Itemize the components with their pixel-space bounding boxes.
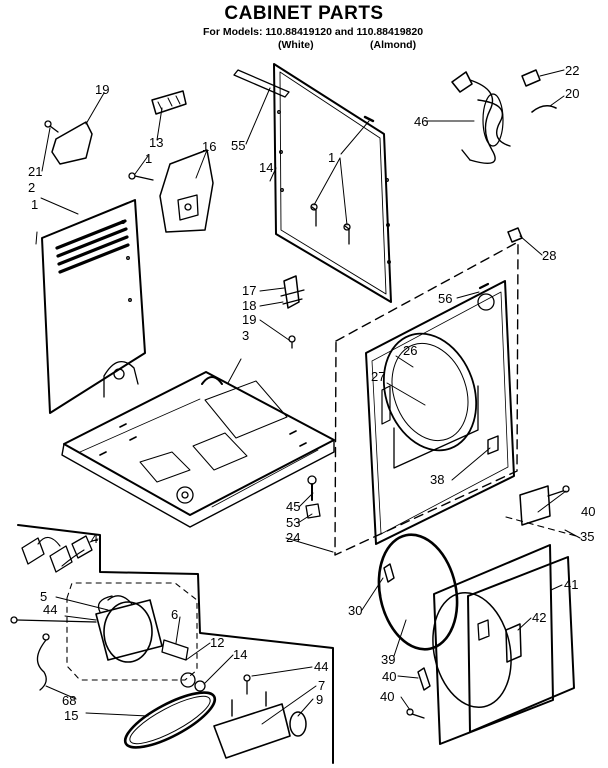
callout-label: 1 <box>31 197 38 212</box>
callout-label: 7 <box>318 678 325 693</box>
callout-label: 46 <box>414 114 428 129</box>
callout-label: 6 <box>171 607 178 622</box>
callout-label: 40 <box>382 669 396 684</box>
model-variant-almond: (Almond) <box>370 39 417 51</box>
callout-label: 20 <box>565 86 579 101</box>
callout-label: 16 <box>202 139 216 154</box>
callout-label: 18 <box>242 298 256 313</box>
callout-label: 44 <box>43 602 57 617</box>
callout-label: 26 <box>403 343 417 358</box>
callout-label: 35 <box>580 529 594 544</box>
callout-label: 17 <box>242 283 256 298</box>
door-assembly-part <box>377 485 581 745</box>
model-numbers: For Models: 110.88419120 and 110.8841982… <box>203 26 424 38</box>
callout-label: 44 <box>314 659 328 674</box>
callout-label: 15 <box>64 708 78 723</box>
callout-label: 40 <box>380 689 394 704</box>
callout-label: 27 <box>371 369 385 384</box>
callout-label: 13 <box>149 135 163 150</box>
callout-label: 40 <box>581 504 595 519</box>
callout-label: 42 <box>532 610 546 625</box>
bracket-parts <box>44 90 214 233</box>
callout-label: 21 <box>28 164 42 179</box>
callout-label: 53 <box>286 515 300 530</box>
callout-label: 24 <box>286 530 300 545</box>
callout-label: 1 <box>328 150 335 165</box>
leader-lines <box>35 69 581 725</box>
power-cord-part <box>451 69 557 164</box>
callout-label: 19 <box>95 82 109 97</box>
callout-label: 68 <box>62 693 76 708</box>
callout-labels: 19 13 1 16 21 2 1 55 14 1 46 22 20 28 56… <box>28 63 595 723</box>
callout-label: 22 <box>565 63 579 78</box>
callout-label: 38 <box>430 472 444 487</box>
callout-label: 14 <box>259 160 273 175</box>
base-part <box>61 371 335 528</box>
callout-label: 41 <box>564 577 578 592</box>
callout-label: 5 <box>40 589 47 604</box>
top-cover-part <box>233 63 392 303</box>
callout-label: 28 <box>542 248 556 263</box>
callout-label: 39 <box>381 652 395 667</box>
callout-label: 3 <box>242 328 249 343</box>
model-variant-white: (White) <box>278 39 314 51</box>
callout-label: 12 <box>210 635 224 650</box>
page-title: CABINET PARTS <box>224 3 384 24</box>
callout-label: 1 <box>145 151 152 166</box>
callout-label: 45 <box>286 499 300 514</box>
callout-label: 56 <box>438 291 452 306</box>
callout-label: 19 <box>242 312 256 327</box>
side-panel-part <box>41 199 146 414</box>
callout-label: 2 <box>28 180 35 195</box>
callout-label: 55 <box>231 138 245 153</box>
motor-assembly-part <box>10 475 334 764</box>
latch-hardware <box>280 275 305 349</box>
callout-label: 4 <box>91 531 98 546</box>
callout-label: 9 <box>316 692 323 707</box>
callout-label: 30 <box>348 603 362 618</box>
callout-label: 14 <box>233 647 247 662</box>
front-panel-part <box>334 227 523 556</box>
